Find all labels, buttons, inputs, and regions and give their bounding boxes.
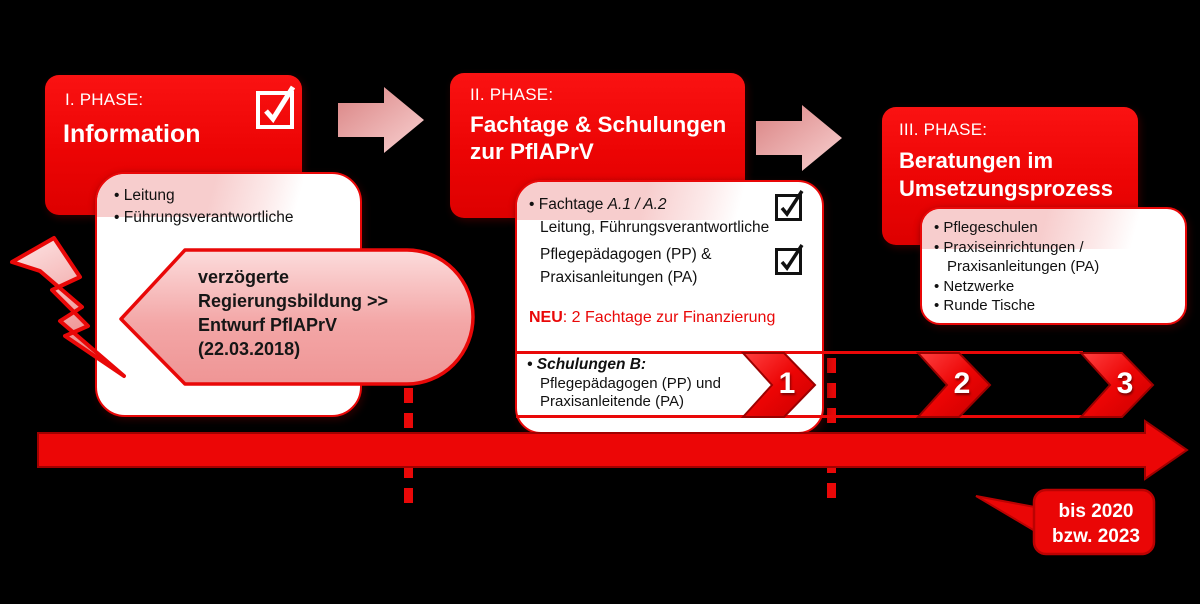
lightning-bolt-icon xyxy=(10,236,126,378)
pa-line: Praxisanleitungen (PA) xyxy=(540,269,698,286)
list-item: Führungsverantwortliche xyxy=(114,207,297,229)
neu-note: NEU: 2 Fachtage zur Finanzierung xyxy=(529,309,775,327)
step-chevron-2 xyxy=(916,352,992,418)
checkbox-checked-icon xyxy=(775,190,804,221)
fachtage-label: Fachtage xyxy=(538,196,608,213)
phase3-title: Beratungen im Umsetzungsprozess xyxy=(899,147,1113,203)
checkbox-checked-icon xyxy=(256,85,296,129)
arrow-right-icon xyxy=(338,87,424,153)
list-item: Pflegeschulen xyxy=(934,218,1099,238)
step-number-1: 1 xyxy=(778,367,796,400)
fachtage-line: Fachtage A.1 / A.2 xyxy=(529,196,667,214)
checkbox-checked-icon xyxy=(775,244,804,275)
list-item: Netzwerke xyxy=(934,277,1099,297)
phase1-label: I. PHASE: xyxy=(65,90,144,109)
schulungen-title-text: Schulungen B: xyxy=(527,356,646,373)
schulungen-line3: Praxisanleitende (PA) xyxy=(540,393,684,410)
phase3-title-line2: Umsetzungsprozess xyxy=(899,176,1113,201)
callout-line4: (22.03.2018) xyxy=(198,339,301,359)
phase1-title: Information xyxy=(63,120,201,148)
phase3-panel-list: Pflegeschulen Praxiseinrichtungen / Prax… xyxy=(934,218,1099,316)
phase2-title-line2: zur PflAPrV xyxy=(470,139,594,164)
timeline-note-bubble xyxy=(975,488,1156,556)
neu-label: NEU xyxy=(529,309,563,326)
phase3-label: III. PHASE: xyxy=(899,120,988,139)
schulungen-title: Schulungen B: xyxy=(527,356,646,374)
callout-text: verzögerte Regierungsbildung >> Entwurf … xyxy=(198,265,388,361)
fachtage-codes: A.1 / A.2 xyxy=(607,196,667,213)
phase3-title-line1: Beratungen im xyxy=(899,148,1054,173)
phase2-title: Fachtage & Schulungen zur PflAPrV xyxy=(470,111,726,165)
callout-line3: Entwurf PflAPrV xyxy=(198,315,338,335)
step-number-3: 3 xyxy=(1116,367,1134,400)
schulungen-band xyxy=(516,351,1083,418)
timeline-note-text: bis 2020 bzw. 2023 xyxy=(1040,499,1152,549)
timeline-note-line2: bzw. 2023 xyxy=(1051,526,1140,547)
arrow-right-icon xyxy=(756,105,842,171)
schulungen-line2: Pflegepädagogen (PP) und xyxy=(540,375,721,392)
timeline-arrow xyxy=(37,419,1189,481)
step-chevron-3 xyxy=(1079,352,1155,418)
list-item: Praxiseinrichtungen / Praxisanleitungen … xyxy=(934,238,1099,277)
phase2-title-line1: Fachtage & Schulungen xyxy=(470,112,727,137)
timeline-note-line1: bis 2020 xyxy=(1058,501,1134,522)
callout-line1: verzögerte xyxy=(198,267,290,287)
list-item: Leitung xyxy=(114,185,297,207)
fachtage-audience: Leitung, Führungsverantwortliche xyxy=(540,219,770,236)
pp-line: Pflegepädagogen (PP) & xyxy=(540,246,712,263)
phase1-panel-list: Leitung Führungsverantwortliche xyxy=(114,185,297,228)
step-chevron-1 xyxy=(741,352,817,418)
phase2-label: II. PHASE: xyxy=(470,85,554,104)
neu-text: : 2 Fachtage zur Finanzierung xyxy=(562,309,776,326)
callout-line2: Regierungsbildung >> xyxy=(198,291,389,311)
step-number-2: 2 xyxy=(953,367,971,400)
list-item: Runde Tische xyxy=(934,296,1099,316)
callout-shape xyxy=(119,248,475,386)
phase3-panel: Pflegeschulen Praxiseinrichtungen / Prax… xyxy=(920,207,1187,325)
